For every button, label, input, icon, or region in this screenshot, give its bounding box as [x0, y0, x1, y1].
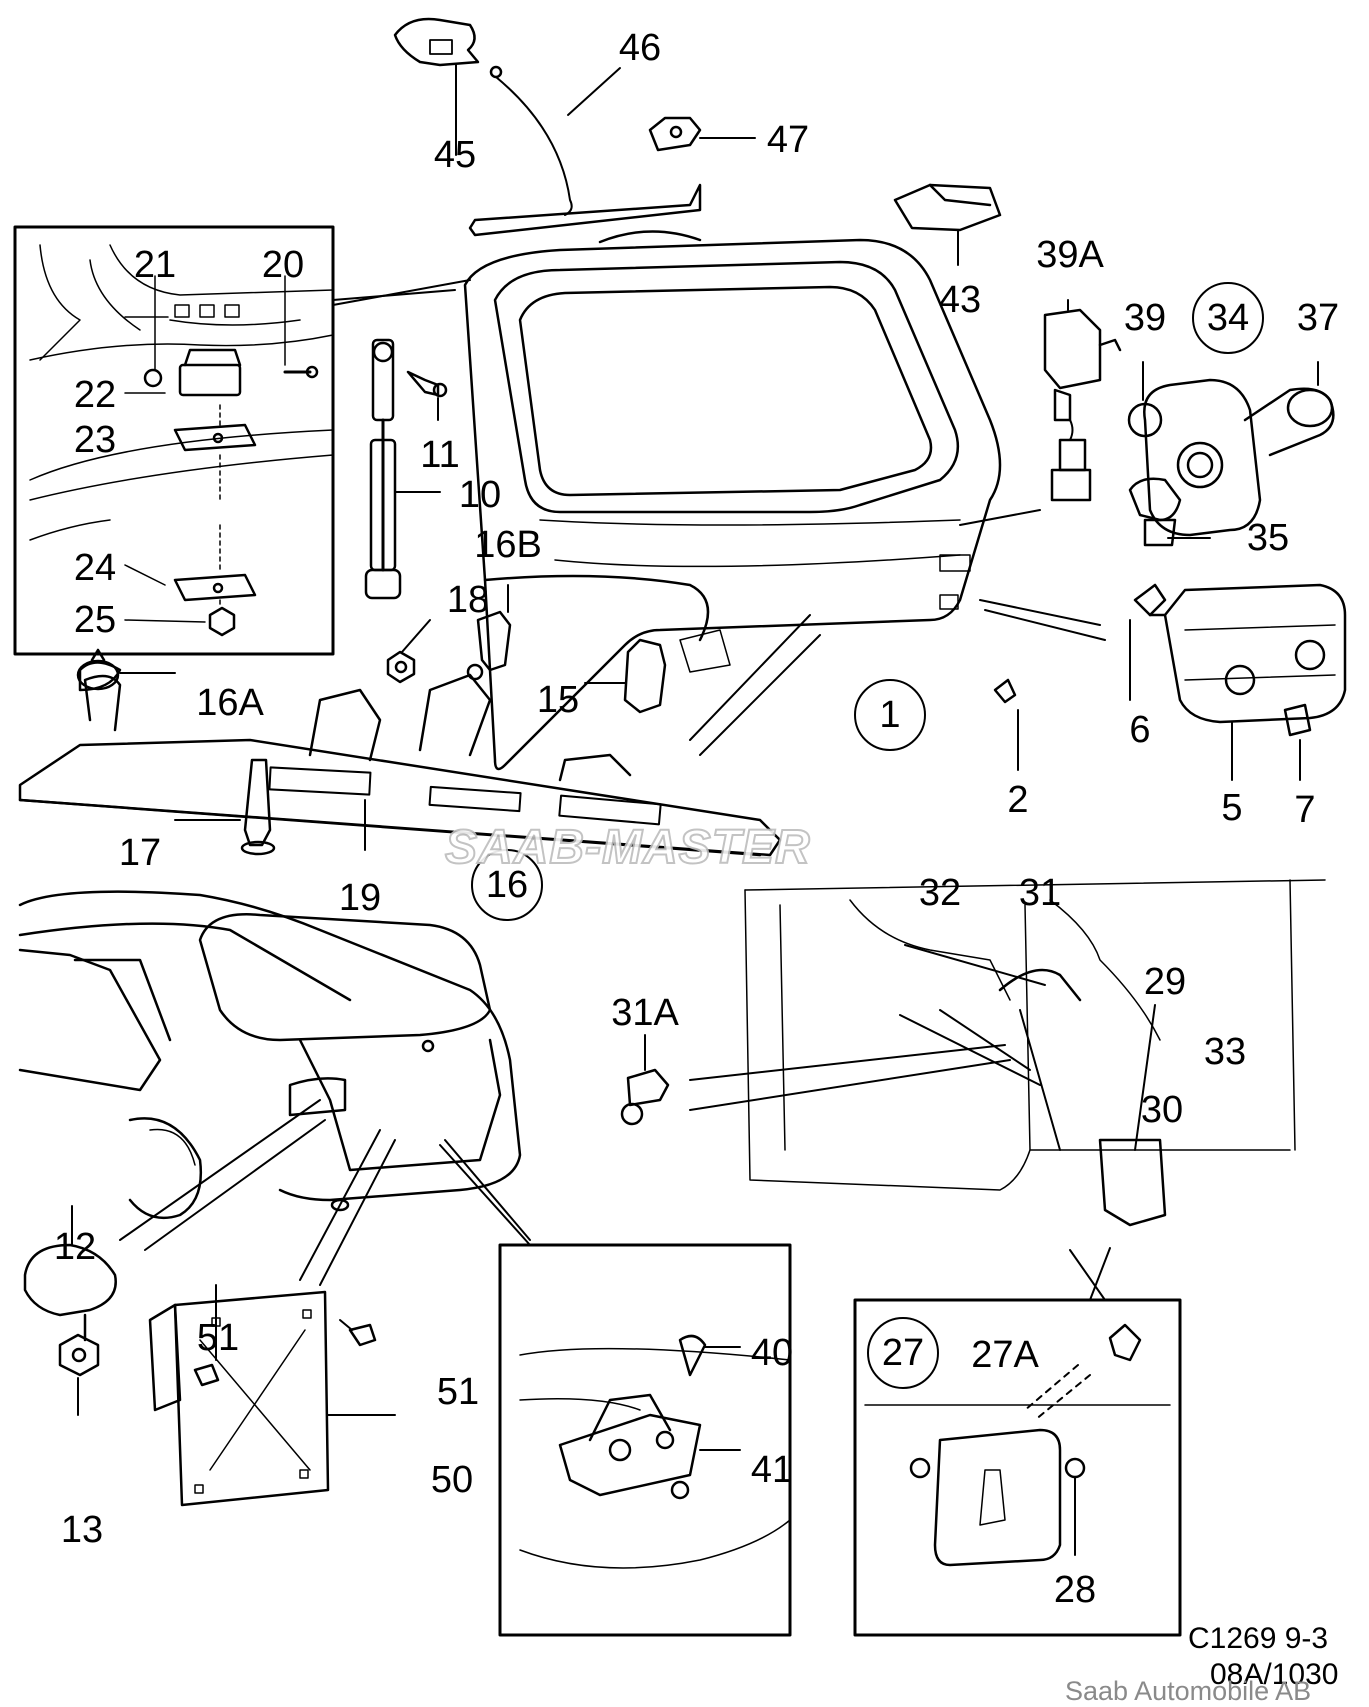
nut-13 [58, 1333, 100, 1416]
clip-17 [174, 758, 276, 856]
screw-51 [193, 1284, 377, 1387]
label-15: 15 [536, 679, 580, 721]
tailgate-1 [463, 230, 1106, 771]
release-handle-45 [393, 17, 480, 156]
label-29: 29 [1143, 961, 1187, 1003]
callout-1: 1 [854, 679, 926, 751]
label-31a: 31A [611, 992, 679, 1034]
clip-47 [648, 116, 756, 152]
label-30: 30 [1140, 1089, 1184, 1131]
callout-27: 27 [867, 1317, 939, 1389]
label-2: 2 [1007, 779, 1029, 821]
label-13: 13 [60, 1509, 104, 1551]
label-23: 23 [73, 419, 117, 461]
label-33: 33 [1203, 1031, 1247, 1073]
label-39a: 39A [1036, 234, 1104, 276]
watermark: SAAB-MASTER [444, 820, 811, 875]
label-50: 50 [430, 1459, 474, 1501]
label-10: 10 [458, 474, 502, 516]
label-32: 32 [918, 872, 962, 914]
cap-12 [23, 1205, 117, 1342]
label-24: 24 [73, 547, 117, 589]
lock-assembly-5 [1129, 583, 1347, 781]
label-25: 25 [73, 599, 117, 641]
release-cable-46 [468, 65, 702, 237]
label-16a: 16A [196, 682, 264, 724]
clip-16b [466, 584, 512, 681]
label-11: 11 [420, 434, 460, 476]
label-51-left: 51 [196, 1317, 240, 1359]
switch-39a [1043, 299, 1122, 502]
label-5: 5 [1221, 787, 1243, 829]
label-27a: 27A [971, 1334, 1039, 1376]
label-16b: 16B [474, 524, 542, 566]
plate-bracket-50 [148, 1290, 396, 1507]
label-17: 17 [118, 832, 162, 874]
label-51-right: 51 [436, 1371, 480, 1413]
inset-tailgate-strip [13, 225, 335, 656]
callout-16: 16 [471, 849, 543, 921]
label-35: 35 [1246, 517, 1290, 559]
callout-34: 34 [1192, 282, 1264, 354]
label-39: 39 [1123, 297, 1167, 339]
drawing-revision: 08A/1030 [1210, 1658, 1339, 1691]
nut-18 [386, 619, 431, 684]
drawing-code: C1269 9-3 [1188, 1622, 1329, 1655]
label-22: 22 [73, 374, 117, 416]
inset-lock-motor [853, 1247, 1182, 1637]
label-31: 31 [1018, 872, 1062, 914]
label-41: 41 [750, 1449, 794, 1491]
copyright: Saab Automobile AB [1065, 1676, 1312, 1706]
interior-body-panel [689, 879, 1326, 1227]
label-6: 6 [1129, 709, 1151, 751]
label-7: 7 [1294, 789, 1316, 831]
bracket-31a [620, 1034, 670, 1126]
label-46: 46 [618, 27, 662, 69]
ball-stud-11 [406, 370, 448, 421]
label-28: 28 [1053, 1569, 1097, 1611]
label-18: 18 [446, 579, 490, 621]
label-47: 47 [766, 119, 810, 161]
screw-2 [993, 678, 1019, 771]
car-rear-view [18, 890, 531, 1286]
label-37: 37 [1296, 297, 1340, 339]
label-21: 21 [133, 244, 177, 286]
clip-16a [76, 648, 176, 691]
label-20: 20 [261, 244, 305, 286]
label-45: 45 [433, 134, 477, 176]
inset-striker [439, 1144, 792, 1637]
label-40: 40 [750, 1332, 794, 1374]
label-12: 12 [53, 1226, 97, 1268]
label-19: 19 [338, 877, 382, 919]
bracket-43 [893, 183, 1002, 266]
bumper-15 [584, 638, 667, 714]
lock-cylinder-34 [1127, 361, 1335, 547]
label-43: 43 [938, 279, 982, 321]
gas-strut-10 [364, 338, 441, 600]
